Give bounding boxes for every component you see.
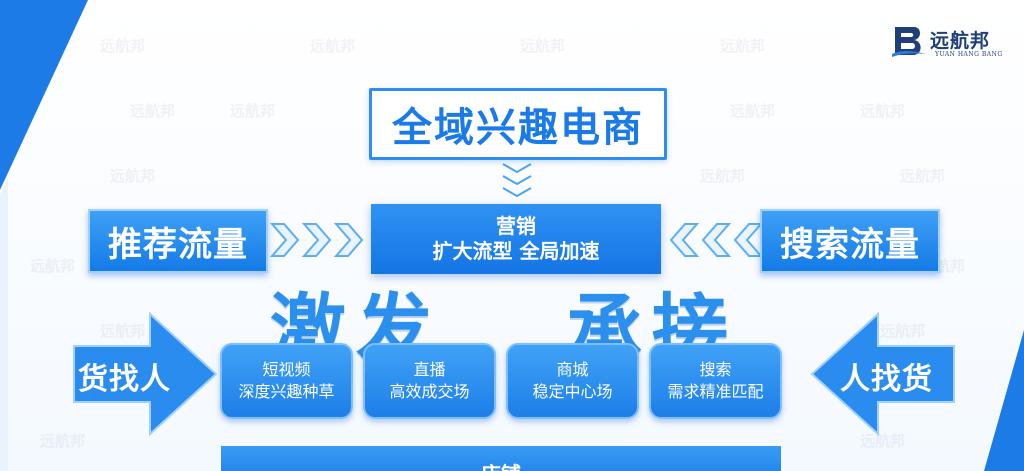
diagram-title: 全域兴趣电商: [392, 105, 644, 151]
decor-stripe-right: [984, 330, 1024, 471]
watermark-text: 远航邦: [30, 257, 76, 275]
goods-find-people-arrow: 货找人: [70, 311, 220, 437]
goods-find-people-label: 货找人: [78, 362, 171, 397]
logo-subtitle: YUAN HANG BANG: [935, 51, 1003, 58]
channel-title: 短视频: [262, 360, 311, 379]
watermark-text: 远航邦: [860, 432, 906, 450]
channel-card-live: 直播 高效成交场: [363, 343, 496, 419]
watermark-text: 远航邦: [310, 37, 356, 55]
marketing-title: 营销: [496, 214, 536, 238]
chevron-down-icon: [502, 163, 532, 198]
watermark-text: 远航邦: [100, 37, 146, 55]
watermark-text: 远航邦: [110, 167, 156, 185]
channel-desc: 高效成交场: [389, 382, 470, 401]
chevron-left-icon: [669, 223, 763, 257]
watermark-text: 远航邦: [130, 102, 176, 120]
title-box: 全域兴趣电商: [369, 88, 667, 160]
logo-icon: [892, 27, 926, 57]
channel-card-short-video: 短视频 深度兴趣种草: [220, 343, 353, 419]
marketing-box: 营销 扩大流型 全局加速: [371, 204, 661, 274]
channel-title: 搜索: [699, 360, 732, 379]
people-find-goods-label: 人找货: [840, 362, 933, 397]
watermark-text: 远航邦: [700, 167, 746, 185]
watermark-text: 远航邦: [730, 102, 776, 120]
channel-desc: 稳定中心场: [532, 382, 613, 401]
watermark-text: 远航邦: [520, 37, 566, 55]
channel-card-mall: 商城 稳定中心场: [506, 343, 639, 419]
channel-title: 商城: [556, 360, 589, 379]
store-bar: 店铺: [221, 446, 781, 471]
watermark-text: 远航邦: [720, 37, 766, 55]
watermark-text: 远航邦: [900, 167, 946, 185]
chevron-right-icon: [270, 223, 364, 257]
recommend-traffic-label: 推荐流量: [108, 224, 248, 265]
decor-stripe-left-light: [0, 178, 8, 471]
channel-desc: 需求精准匹配: [667, 382, 764, 401]
watermark-text: 远航邦: [880, 322, 926, 340]
search-traffic-label: 搜索流量: [780, 224, 920, 265]
watermark-text: 远航邦: [40, 432, 86, 450]
channel-desc: 深度兴趣种草: [238, 382, 335, 401]
logo-name: 远航邦: [930, 30, 991, 52]
watermark-text: 远航邦: [100, 322, 146, 340]
arrow-right-icon: [73, 311, 218, 437]
marketing-subtitle: 扩大流型 全局加速: [432, 239, 600, 263]
channel-title: 直播: [413, 360, 446, 379]
arrow-left-icon: [810, 311, 955, 437]
watermark-text: 远航邦: [860, 102, 906, 120]
watermark-text: 远航邦: [230, 102, 276, 120]
people-find-goods-arrow: 人找货: [808, 311, 958, 437]
store-label: 店铺: [481, 458, 521, 471]
recommend-traffic-box: 推荐流量: [88, 209, 268, 273]
brand-logo: 远航邦 YUAN HANG BANG: [892, 22, 1012, 62]
search-traffic-box: 搜索流量: [760, 209, 940, 273]
channel-card-search: 搜索 需求精准匹配: [649, 343, 782, 419]
